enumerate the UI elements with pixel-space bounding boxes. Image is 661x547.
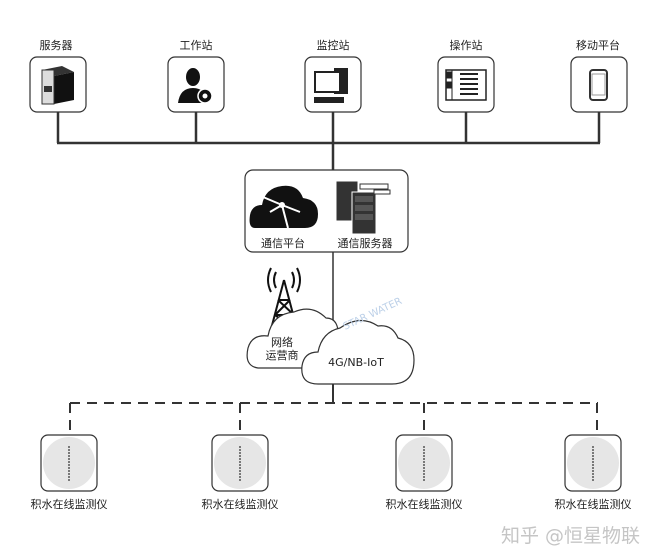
top-node-monitoring-station: 监控站	[304, 38, 362, 113]
node-label: 工作站	[180, 38, 213, 52]
communication-platform-label: 通信平台	[261, 236, 305, 250]
device-1: 积水在线监测仪	[31, 434, 108, 511]
device-4: 积水在线监测仪	[555, 434, 632, 511]
server-rack-icon	[335, 180, 391, 235]
device-3: 积水在线监测仪	[386, 434, 463, 511]
top-node-workstation: 工作站	[167, 38, 225, 113]
communication-server-label: 通信服务器	[338, 237, 393, 250]
node-label: 服务器	[40, 39, 73, 52]
user-gear-icon	[178, 68, 213, 104]
communication-box: 通信平台 通信服务器	[244, 169, 409, 253]
node-label: 操作站	[450, 38, 483, 52]
device-bus-lines	[69, 384, 598, 434]
device-label: 积水在线监测仪	[386, 497, 463, 511]
top-node-server: 服务器	[29, 39, 87, 113]
protocol-label: 4G/NB-IoT	[328, 356, 384, 369]
device-2: 积水在线监测仪	[202, 434, 279, 511]
device-label: 积水在线监测仪	[31, 497, 108, 511]
top-node-mobile-platform: 移动平台	[570, 38, 628, 113]
desktop-computer-icon	[314, 68, 348, 103]
zhihu-watermark: 知乎 @恒星物联	[501, 525, 640, 547]
node-label: 移动平台	[576, 38, 620, 52]
operator-label-line1: 网络	[271, 335, 293, 349]
top-node-operation-station: 操作站	[437, 38, 495, 113]
node-label: 监控站	[317, 38, 350, 52]
cloud-network-icon	[249, 185, 318, 229]
device-label: 积水在线监测仪	[555, 497, 632, 511]
smartphone-icon	[589, 69, 608, 101]
device-label: 积水在线监测仪	[202, 497, 279, 511]
server-icon	[41, 66, 74, 105]
operator-label-line2: 运营商	[266, 348, 299, 362]
control-panel-icon	[445, 69, 487, 101]
